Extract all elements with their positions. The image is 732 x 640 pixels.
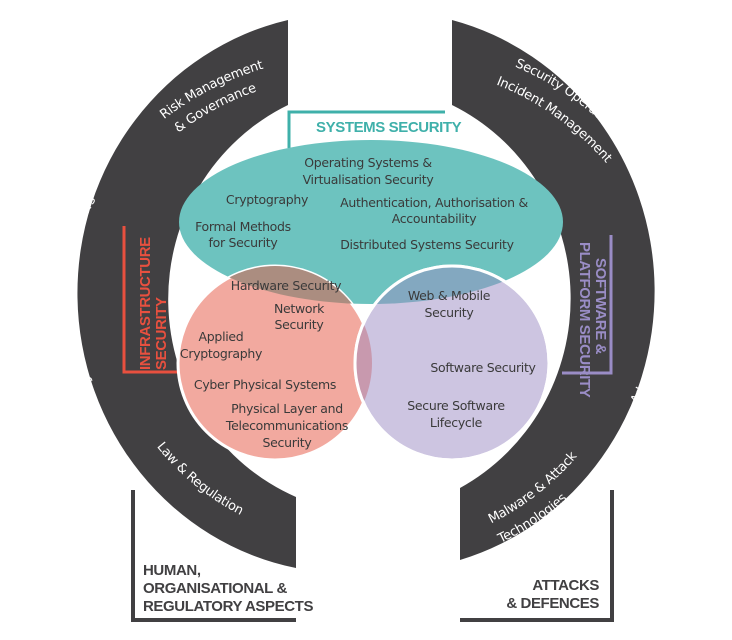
- attacks-defences-title: ATTACKS & DEFENCES: [506, 577, 599, 612]
- systems-security-ellipse: [179, 140, 563, 304]
- topic-os-virtualisation[interactable]: Operating Systems & Virtualisation Secur…: [303, 155, 435, 187]
- attacks-defences-box: [460, 490, 614, 622]
- topic-secure-software-lifecycle[interactable]: Secure Software Lifecycle: [407, 398, 505, 430]
- svg-text:Physical Layer and: Physical Layer and: [231, 401, 343, 416]
- topic-software-security[interactable]: Software Security: [430, 360, 537, 375]
- topic-authentication[interactable]: Authentication, Authorisation & Accounta…: [340, 195, 529, 226]
- topic-network-security[interactable]: Network Security: [274, 301, 325, 332]
- svg-text:& DEFENCES: & DEFENCES: [506, 595, 599, 612]
- svg-text:Security: Security: [425, 305, 475, 320]
- software-platform-security-heading-box: [562, 235, 613, 375]
- svg-text:Operating Systems &: Operating Systems &: [304, 155, 432, 170]
- topic-formal-methods[interactable]: Formal Methods for Security: [195, 219, 291, 250]
- svg-text:INFRASTRUCTURE: INFRASTRUCTURE: [137, 237, 154, 370]
- svg-text:Telecommunications: Telecommunications: [225, 418, 348, 433]
- ring-right: [452, 20, 655, 560]
- human-aspects-title: HUMAN, ORGANISATIONAL & REGULATORY ASPEC…: [143, 562, 314, 615]
- infrastructure-security-heading-box: [122, 226, 178, 374]
- human-aspects-box: [131, 490, 296, 622]
- svg-text:Lifecycle: Lifecycle: [430, 415, 483, 430]
- software-circle-outline: [353, 264, 551, 462]
- systems-security-title: SYSTEMS SECURITY: [316, 119, 462, 136]
- topic-cyber-physical-systems[interactable]: Cyber Physical Systems: [194, 377, 337, 392]
- svg-text:Accountability: Accountability: [392, 211, 477, 226]
- ring-left: [77, 20, 297, 568]
- svg-text:Formal Methods: Formal Methods: [195, 219, 291, 234]
- topic-hardware-security[interactable]: Hardware Security: [231, 278, 343, 293]
- topic-physical-layer-telecom[interactable]: Physical Layer and Telecommunications Se…: [225, 401, 348, 450]
- svg-text:Authentication, Authorisation: Authentication, Authorisation &: [340, 195, 528, 210]
- svg-text:Network: Network: [274, 301, 325, 316]
- svg-text:ATTACKS: ATTACKS: [532, 577, 599, 594]
- systems-security-heading-box: [287, 110, 445, 148]
- topic-web-mobile-security[interactable]: Web & Mobile Security: [408, 288, 491, 320]
- svg-text:Security: Security: [275, 317, 325, 332]
- svg-text:Applied: Applied: [199, 329, 244, 344]
- svg-text:Cryptography: Cryptography: [180, 346, 263, 361]
- svg-text:SOFTWARE &: SOFTWARE &: [592, 258, 609, 355]
- svg-text:PLATFORM SECURITY: PLATFORM SECURITY: [576, 242, 593, 398]
- svg-text:ORGANISATIONAL &: ORGANISATIONAL &: [143, 580, 287, 597]
- svg-text:Security: Security: [263, 435, 313, 450]
- svg-text:REGULATORY ASPECTS: REGULATORY ASPECTS: [143, 598, 313, 615]
- svg-text:SECURITY: SECURITY: [153, 297, 170, 370]
- svg-text:Web & Mobile: Web & Mobile: [408, 288, 491, 303]
- svg-text:Secure Software: Secure Software: [407, 398, 505, 413]
- svg-text:HUMAN,: HUMAN,: [143, 562, 201, 579]
- svg-text:Forensics: Forensics: [663, 208, 688, 268]
- topic-applied-cryptography[interactable]: Applied Cryptography: [180, 329, 263, 361]
- software-platform-security-title: SOFTWARE & PLATFORM SECURITY: [576, 242, 609, 398]
- svg-text:for Security: for Security: [209, 235, 279, 250]
- svg-text:Virtualisation Security: Virtualisation Security: [303, 172, 435, 187]
- ring-item-forensics[interactable]: Forensics: [663, 208, 688, 268]
- topic-distributed-systems[interactable]: Distributed Systems Security: [340, 237, 515, 252]
- infrastructure-security-title: INFRASTRUCTURE SECURITY: [137, 237, 170, 370]
- topic-cryptography[interactable]: Cryptography: [226, 192, 309, 207]
